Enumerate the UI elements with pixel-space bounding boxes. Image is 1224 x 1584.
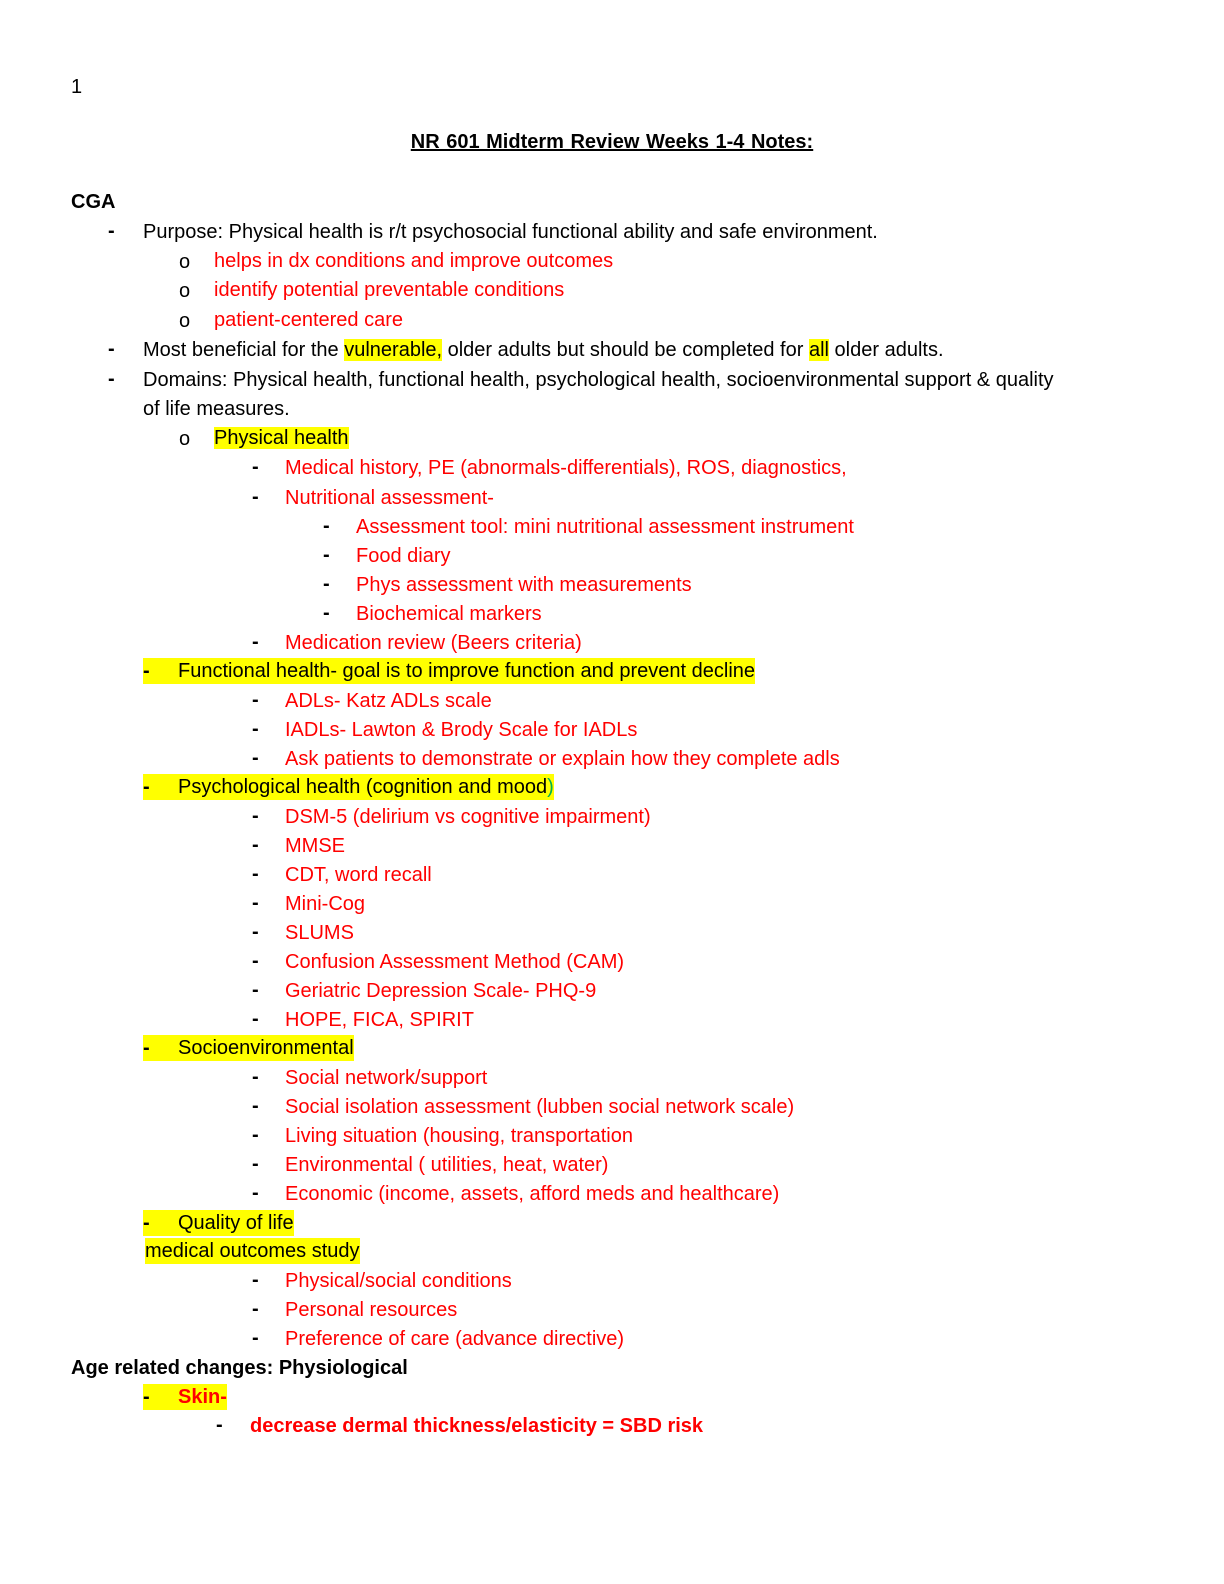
dash-bullet: - <box>252 1008 259 1030</box>
psych-item: MMSE <box>285 835 345 857</box>
psych-item: SLUMS <box>285 922 354 944</box>
purpose-text: Purpose: Physical health is r/t psychoso… <box>143 221 878 243</box>
purpose-item: patient-centered care <box>214 309 404 331</box>
dash-bullet: - <box>252 1095 259 1117</box>
dash-bullet: - <box>252 892 259 914</box>
dash-bullet: - <box>143 660 150 682</box>
highlight-vulnerable: vulnerable, <box>344 339 443 361</box>
quality-sublabel: medical outcomes study <box>145 1238 360 1264</box>
dash-bullet: - <box>252 921 259 943</box>
dash-bullet: - <box>252 689 259 711</box>
circle-bullet: o <box>179 310 191 332</box>
nutrition-item: Biochemical markers <box>356 603 542 625</box>
beneficial-part: older adults. <box>828 339 944 361</box>
dash-bullet: - <box>252 486 259 508</box>
physical-item: Medical history, PE (abnormals-different… <box>285 457 847 479</box>
dash-bullet: - <box>252 1153 259 1175</box>
psych-item: Geriatric Depression Scale- PHQ-9 <box>285 980 597 1002</box>
psych-item: Mini-Cog <box>285 893 366 915</box>
dash-bullet: - <box>252 631 259 653</box>
domains-text-cont: of life measures. <box>143 398 290 420</box>
quality-of-life-text: Quality of life <box>178 1212 294 1234</box>
circle-bullet: o <box>179 251 191 273</box>
psychological-paren: ) <box>547 776 554 798</box>
page-title: NR 601 Midterm Review Weeks 1-4 Notes: <box>410 131 814 153</box>
skin-label: - Skin- <box>143 1384 227 1410</box>
medication-review: Medication review (Beers criteria) <box>285 632 582 654</box>
functional-item: IADLs- Lawton & Brody Scale for IADLs <box>285 719 638 741</box>
age-related-heading: Age related changes: Physiological <box>71 1357 408 1379</box>
dash-bullet: - <box>108 368 115 390</box>
highlight-all: all <box>808 339 829 361</box>
page-number: 1 <box>71 76 83 98</box>
dash-bullet: - <box>216 1414 223 1436</box>
physical-health-highlight: Physical health <box>214 427 349 449</box>
dash-bullet: - <box>252 834 259 856</box>
socio-item: Living situation (housing, transportatio… <box>285 1125 633 1147</box>
functional-item: ADLs- Katz ADLs scale <box>285 690 492 712</box>
physical-item: Nutritional assessment- <box>285 487 494 509</box>
skin-text: Skin- <box>178 1386 227 1408</box>
heading-cga: CGA <box>71 191 116 213</box>
dash-bullet: - <box>143 1212 150 1234</box>
quality-item: Physical/social conditions <box>285 1270 512 1292</box>
dash-bullet: - <box>252 1298 259 1320</box>
purpose-item: identify potential preventable condition… <box>214 279 565 301</box>
nutrition-item: Phys assessment with measurements <box>356 574 692 596</box>
socioenvironmental-label: - Socioenvironmental <box>143 1035 354 1061</box>
domains-text: Domains: Physical health, functional hea… <box>143 369 1054 391</box>
dash-bullet: - <box>252 950 259 972</box>
quality-item: Preference of care (advance directive) <box>285 1328 625 1350</box>
circle-bullet: o <box>179 428 191 450</box>
dash-bullet: - <box>323 544 330 566</box>
socio-item: Social isolation assessment (lubben soci… <box>285 1096 795 1118</box>
quality-of-life-label: - Quality of life <box>143 1210 294 1236</box>
nutrition-item: Assessment tool: mini nutritional assess… <box>356 516 854 538</box>
beneficial-text: Most beneficial for the vulnerable, olde… <box>143 337 944 363</box>
physical-health-label: Physical health <box>214 425 349 451</box>
functional-item: Ask patients to demonstrate or explain h… <box>285 748 840 770</box>
socio-item: Economic (income, assets, afford meds an… <box>285 1183 780 1205</box>
dash-bullet: - <box>108 220 115 242</box>
socioenvironmental-text: Socioenvironmental <box>178 1037 354 1059</box>
psych-item: Confusion Assessment Method (CAM) <box>285 951 625 973</box>
psychological-health-label: - Psychological health (cognition and moo… <box>143 774 554 800</box>
dash-bullet: - <box>252 1066 259 1088</box>
psych-item: DSM-5 (delirium vs cognitive impairment) <box>285 806 651 828</box>
dash-bullet: - <box>252 1269 259 1291</box>
dash-bullet: - <box>323 602 330 624</box>
dash-bullet: - <box>252 1124 259 1146</box>
dash-bullet: - <box>143 776 150 798</box>
dash-bullet: - <box>252 1182 259 1204</box>
purpose-item: helps in dx conditions and improve outco… <box>214 250 614 272</box>
psychological-health-text: Psychological health (cognition and mood <box>178 776 548 798</box>
quality-item: Personal resources <box>285 1299 458 1321</box>
dash-bullet: - <box>252 805 259 827</box>
socio-item: Environmental ( utilities, heat, water) <box>285 1154 609 1176</box>
dash-bullet: - <box>252 863 259 885</box>
skin-item: decrease dermal thickness/elasticity = S… <box>250 1415 704 1437</box>
dash-bullet: - <box>252 979 259 1001</box>
nutrition-item: Food diary <box>356 545 451 567</box>
dash-bullet: - <box>143 1386 150 1408</box>
beneficial-part: older adults but should be completed for <box>442 339 809 361</box>
dash-bullet: - <box>252 718 259 740</box>
circle-bullet: o <box>179 280 191 302</box>
dash-bullet: - <box>252 747 259 769</box>
dash-bullet: - <box>252 1327 259 1349</box>
psych-item: HOPE, FICA, SPIRIT <box>285 1009 474 1031</box>
dash-bullet: - <box>323 515 330 537</box>
dash-bullet: - <box>252 456 259 478</box>
dash-bullet: - <box>108 338 115 360</box>
dash-bullet: - <box>143 1037 150 1059</box>
functional-health-text: Functional health- goal is to improve fu… <box>178 660 756 682</box>
psych-item: CDT, word recall <box>285 864 432 886</box>
dash-bullet: - <box>323 573 330 595</box>
beneficial-part: Most beneficial for the <box>143 339 345 361</box>
functional-health-label: - Functional health- goal is to improve f… <box>143 658 756 684</box>
socio-item: Social network/support <box>285 1067 488 1089</box>
